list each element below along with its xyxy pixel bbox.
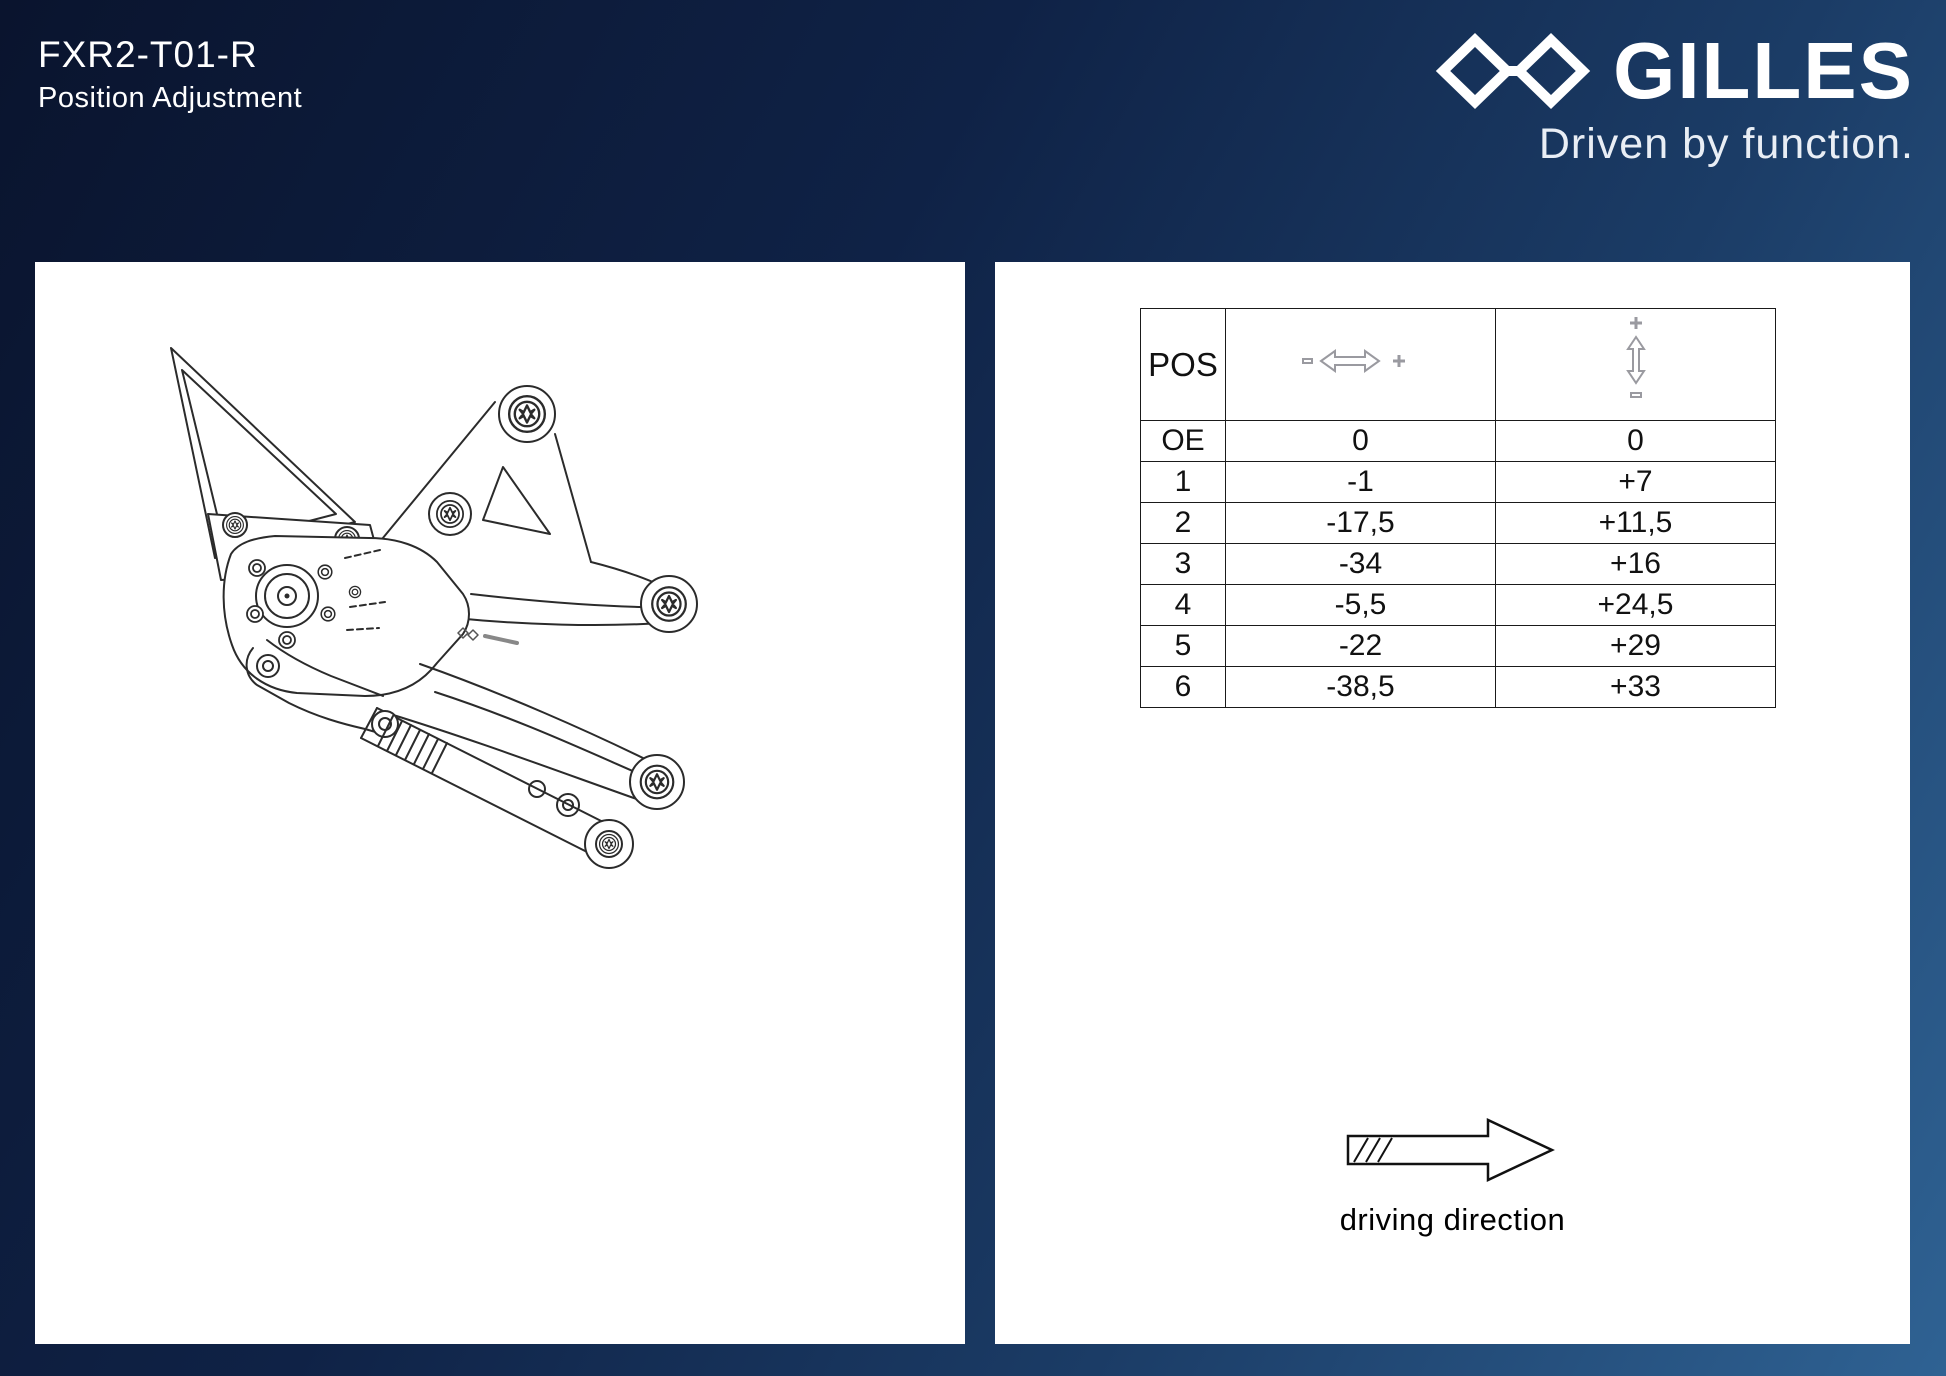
vertical-cell: +16	[1495, 543, 1776, 585]
table-header-row: POS	[1140, 308, 1776, 421]
pos-header: POS	[1140, 308, 1226, 421]
main-bracket	[222, 535, 470, 697]
horizontal-adjust-icon	[1301, 348, 1405, 373]
vertical-adjust-icon	[1625, 316, 1646, 398]
adjustment-table: POS	[1140, 308, 1776, 708]
horizontal-cell: -17,5	[1225, 502, 1496, 544]
footpeg	[360, 707, 634, 869]
table-row: 4 -5,5 +24,5	[1140, 584, 1776, 626]
page-title: FXR2-T01-R	[38, 34, 258, 75]
horizontal-cell: -34	[1225, 543, 1496, 585]
driving-direction-label: driving direction	[1339, 1202, 1566, 1237]
pos-cell: 1	[1140, 461, 1226, 503]
table-row: 2 -17,5 +11,5	[1140, 502, 1776, 544]
pos-cell: 2	[1140, 502, 1226, 544]
brand-name: GILLES	[1613, 26, 1914, 115]
table-row: 6 -38,5 +33	[1140, 666, 1776, 708]
pos-cell: OE	[1140, 420, 1226, 462]
pos-cell: 4	[1140, 584, 1226, 626]
upper-bracket	[372, 401, 592, 563]
horizontal-cell: -38,5	[1225, 666, 1496, 708]
vertical-cell: +11,5	[1495, 502, 1776, 544]
drawing-panel	[35, 262, 965, 1344]
vertical-cell: +33	[1495, 666, 1776, 708]
pos-cell: 3	[1140, 543, 1226, 585]
table-row: OE 0 0	[1140, 420, 1776, 462]
vertical-cell: +24,5	[1495, 584, 1776, 626]
horizontal-cell: -1	[1225, 461, 1496, 503]
shift-lever	[245, 639, 384, 734]
title-block: FXR2-T01-R Position Adjustment	[38, 34, 302, 115]
lower-link-arm	[389, 663, 648, 803]
horizontal-cell: -22	[1225, 625, 1496, 667]
brand-tagline: Driven by function.	[1538, 120, 1914, 168]
pos-cell: 6	[1140, 666, 1226, 708]
horizontal-cell: -5,5	[1225, 584, 1496, 626]
table-row: 1 -1 +7	[1140, 461, 1776, 503]
vertical-cell: 0	[1495, 420, 1776, 462]
vertical-adjust-header	[1495, 308, 1776, 421]
pos-cell: 5	[1140, 625, 1226, 667]
upper-arm	[454, 561, 668, 627]
rearset-technical-drawing	[170, 347, 698, 869]
driving-direction-block: driving direction	[995, 1114, 1910, 1238]
engraving	[457, 627, 519, 645]
vertical-cell: +29	[1495, 625, 1776, 667]
horizontal-cell: 0	[1225, 420, 1496, 462]
table-row: 5 -22 +29	[1140, 625, 1776, 667]
driving-direction-arrow-icon	[1346, 1118, 1555, 1182]
page-subtitle: Position Adjustment	[38, 82, 303, 114]
vertical-cell: +7	[1495, 461, 1776, 503]
horizontal-adjust-header	[1225, 308, 1496, 421]
gilles-logo-icon	[1435, 33, 1591, 109]
brand-block: GILLES Driven by function.	[1433, 30, 1914, 169]
table-row: 3 -34 +16	[1140, 543, 1776, 585]
data-panel: POS	[995, 262, 1910, 1344]
